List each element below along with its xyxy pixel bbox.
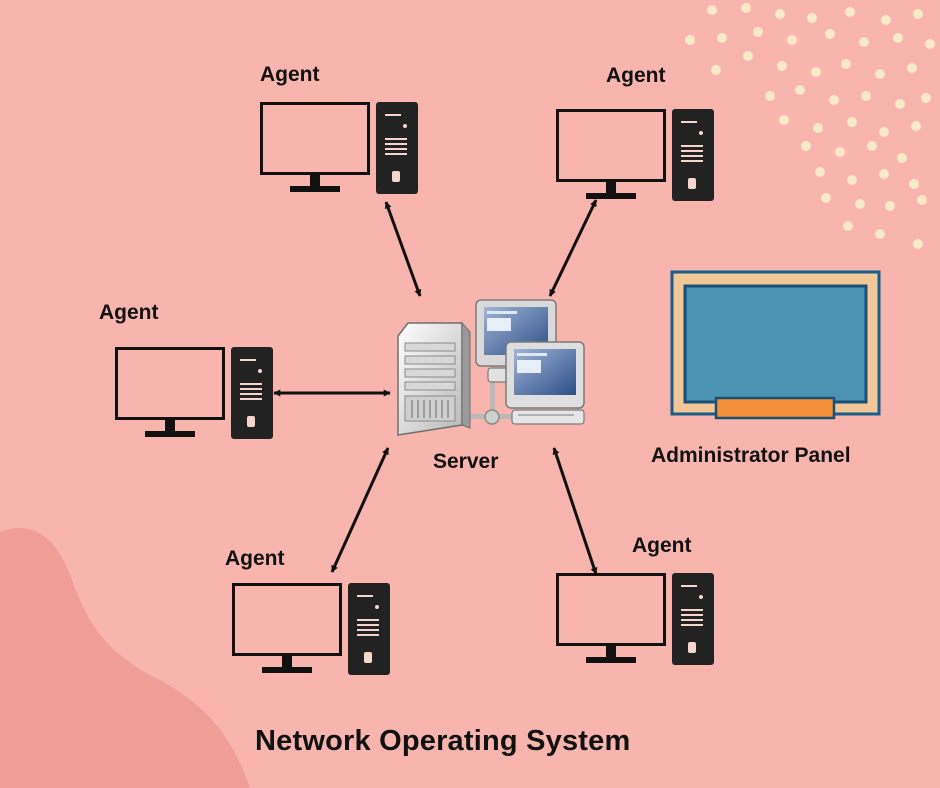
decorative-dot xyxy=(825,29,835,39)
decorative-dot xyxy=(841,59,851,69)
decorative-dot xyxy=(879,169,889,179)
agent-computer-icon xyxy=(115,347,273,439)
decorative-dot xyxy=(779,115,789,125)
decorative-dot xyxy=(775,9,785,19)
connection-arrow xyxy=(552,447,598,575)
decorative-dot xyxy=(917,195,927,205)
decorative-dot xyxy=(811,67,821,77)
decorative-dot xyxy=(909,179,919,189)
connection-arrow xyxy=(330,447,390,573)
diagram-title: Network Operating System xyxy=(255,725,631,757)
decorative-dot xyxy=(859,37,869,47)
decorative-dot xyxy=(907,63,917,73)
decorative-dot xyxy=(717,33,727,43)
decorative-dot xyxy=(711,65,721,75)
decorative-dot xyxy=(881,15,891,25)
decorative-dot xyxy=(765,91,775,101)
agent-computer-icon xyxy=(556,573,714,665)
decorative-dot xyxy=(741,3,751,13)
connection-arrow xyxy=(384,201,422,297)
admin-panel-icon xyxy=(670,270,881,420)
decorative-dot xyxy=(777,61,787,71)
decorative-dots xyxy=(685,3,935,249)
decorative-dot xyxy=(867,141,877,151)
decorative-dot xyxy=(815,167,825,177)
agent-label: Agent xyxy=(632,534,692,557)
decorative-dot xyxy=(821,193,831,203)
decorative-dot xyxy=(847,117,857,127)
decorative-dot xyxy=(845,7,855,17)
decorative-dot xyxy=(893,33,903,43)
decorative-dot xyxy=(795,85,805,95)
decorative-dot xyxy=(847,175,857,185)
decorative-dot xyxy=(753,27,763,37)
agent-label: Agent xyxy=(225,547,285,570)
decorative-dot xyxy=(875,229,885,239)
decorative-dot xyxy=(913,239,923,249)
decorative-dot xyxy=(861,91,871,101)
decorative-dot xyxy=(879,127,889,137)
decorative-dot xyxy=(829,95,839,105)
decorative-dot xyxy=(875,69,885,79)
decorative-dot xyxy=(685,35,695,45)
decorative-dot xyxy=(707,5,717,15)
agent-label: Agent xyxy=(260,63,320,86)
agent-label: Agent xyxy=(606,64,666,87)
admin-panel-label: Administrator Panel xyxy=(651,444,851,467)
decorative-dot xyxy=(911,121,921,131)
agent-computer-icon xyxy=(232,583,390,675)
decorative-dot xyxy=(885,201,895,211)
decorative-dot xyxy=(835,147,845,157)
decorative-dot xyxy=(787,35,797,45)
decorative-dot xyxy=(913,9,923,19)
decorative-dot xyxy=(921,93,931,103)
decorative-dot xyxy=(743,51,753,61)
decorative-dot xyxy=(813,123,823,133)
server-label: Server xyxy=(433,450,499,473)
decorative-dot xyxy=(897,153,907,163)
agent-computer-icon xyxy=(556,109,714,201)
decorative-dot xyxy=(843,221,853,231)
decorative-dot xyxy=(855,199,865,209)
decorative-dot xyxy=(925,39,935,49)
decorative-dot xyxy=(895,99,905,109)
decorative-dot xyxy=(807,13,817,23)
agent-label: Agent xyxy=(99,301,159,324)
connection-arrow xyxy=(548,199,598,297)
server-icon xyxy=(397,299,585,436)
decorative-dot xyxy=(801,141,811,151)
agent-computer-icon xyxy=(260,102,418,194)
background-blob xyxy=(0,527,250,788)
